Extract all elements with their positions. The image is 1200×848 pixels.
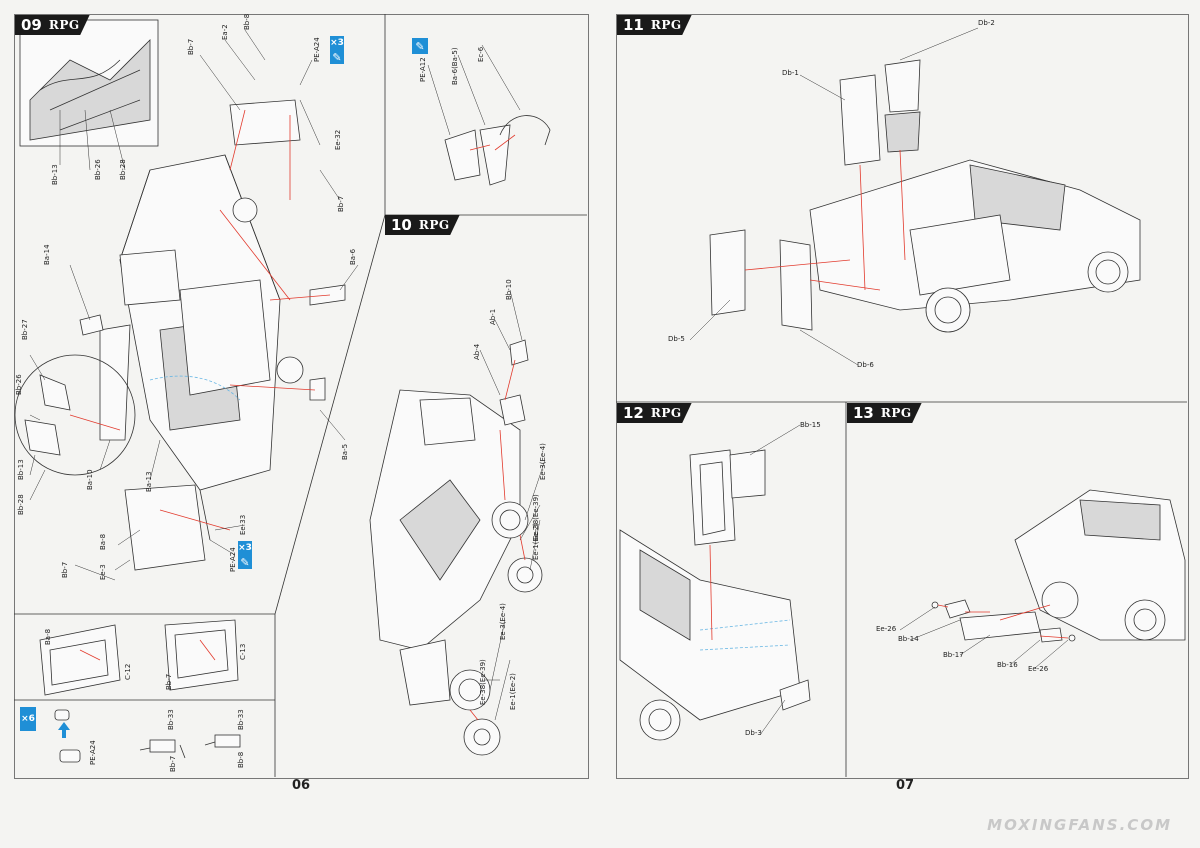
- quantity-badge: ×3: [238, 541, 252, 555]
- part-label: Db-5: [668, 335, 685, 343]
- part-label: C-13: [239, 643, 247, 660]
- part-label: Ee-1(Ee-2): [532, 523, 540, 560]
- watermark: MOXINGFANS.COM: [987, 816, 1172, 834]
- part-label: Bb-8: [237, 751, 245, 768]
- step-number: 09: [15, 15, 47, 35]
- part-label: Bb-7: [165, 673, 173, 690]
- aux-step-art: [444, 115, 551, 186]
- part-label: Bb-33: [167, 709, 175, 730]
- page-07-frame: [616, 14, 1189, 779]
- part-label: Db-1: [782, 69, 799, 77]
- part-label: Ee-1(Ee-2): [509, 673, 517, 710]
- part-label: Ab-4: [473, 343, 481, 360]
- part-label: Ba-10: [86, 469, 94, 490]
- part-label: PE-A24: [229, 547, 237, 572]
- part-label: Ab-1: [489, 308, 497, 325]
- part-label: Bb-8: [243, 13, 251, 30]
- part-label: Ba-6(Ba-5): [451, 47, 459, 85]
- part-label: Bb-7: [169, 755, 177, 772]
- step-12-header: 12 RPG: [617, 403, 692, 423]
- step11-vehicle: [709, 59, 1141, 333]
- part-label: PE-A12: [419, 57, 427, 82]
- part-label: Ba-13: [145, 471, 153, 492]
- brand-mark: RPG: [46, 15, 90, 35]
- part-label: Bb-7: [337, 195, 345, 212]
- part-label: Ba-8: [99, 533, 107, 550]
- step09-hull: [14, 99, 346, 571]
- divider-diagonal: [274, 214, 386, 615]
- part-label: Bb-16: [997, 661, 1018, 669]
- part-label: C-12: [124, 663, 132, 680]
- part-label: Bb-7: [61, 561, 69, 578]
- part-label: Bb-13: [17, 459, 25, 480]
- part-label: Ba-6: [349, 248, 357, 265]
- page-number-right: 07: [896, 778, 915, 793]
- part-label: Ee-26: [876, 625, 897, 633]
- step09-inset-interior: [19, 19, 159, 147]
- step-09-header: 09 RPG: [15, 15, 90, 35]
- part-label: Db-2: [978, 19, 995, 27]
- step10-vehicle: [369, 339, 543, 756]
- part-label: Bb-7: [187, 38, 195, 55]
- part-label: Ee-3: [99, 564, 107, 580]
- part-label: Ee-38(Ee-39): [479, 659, 487, 705]
- part-label: Bb-14: [898, 635, 919, 643]
- step-number: 12: [617, 403, 649, 423]
- pe-etch-icon: ✎: [238, 555, 252, 569]
- pe-etch-icon: ✎: [412, 38, 428, 54]
- part-label: Ec-6: [477, 46, 485, 62]
- page-06-frame: [14, 14, 589, 779]
- step-number: 10: [385, 215, 417, 235]
- part-label: Db-6: [857, 361, 874, 369]
- brand-mark: RPG: [648, 15, 692, 35]
- part-label: Bb-28: [119, 159, 127, 180]
- part-label: Ea-2: [221, 24, 229, 40]
- part-label: Ee-26: [1028, 665, 1049, 673]
- step-number: 13: [847, 403, 879, 423]
- brand-mark: RPG: [648, 403, 692, 423]
- step12-vehicle: [619, 449, 811, 741]
- part-label: PE-A24: [313, 37, 321, 62]
- step-number: 11: [617, 15, 649, 35]
- brand-mark: RPG: [416, 215, 460, 235]
- step-11-header: 11 RPG: [617, 15, 692, 35]
- step-10-header: 10 RPG: [385, 215, 460, 235]
- part-label: Bb-13: [51, 164, 59, 185]
- part-label: Bb-26: [15, 374, 23, 395]
- part-label: Ba-5: [341, 443, 349, 460]
- part-label: Bb-15: [800, 421, 821, 429]
- page-number-left: 06: [292, 778, 311, 793]
- leader-lines: [29, 27, 1069, 736]
- brand-mark: RPG: [878, 403, 922, 423]
- part-label: PE-A24: [89, 740, 97, 765]
- sub-panel-art: [39, 619, 241, 763]
- part-label: Ee-3(Ee-4): [499, 603, 507, 640]
- part-label: Ba-14: [43, 244, 51, 265]
- quantity-badge: ×6: [20, 707, 36, 731]
- part-label: Ee-33: [239, 514, 247, 535]
- pe-etch-icon: ✎: [330, 50, 344, 64]
- part-label: Db-3: [745, 729, 762, 737]
- part-label: Ee-32: [334, 129, 342, 150]
- step-13-header: 13 RPG: [847, 403, 922, 423]
- part-label: Bb-27: [21, 319, 29, 340]
- part-label: Bb-28: [17, 494, 25, 515]
- part-label: Bb-17: [943, 651, 964, 659]
- quantity-badge: ×3: [330, 36, 344, 50]
- part-label: Bb-10: [505, 279, 513, 300]
- part-label: Bb-26: [94, 159, 102, 180]
- part-label: Ba-8: [44, 628, 52, 645]
- step13-vehicle: [931, 489, 1186, 643]
- part-label: Ee-3(Ee-4): [539, 443, 547, 480]
- part-label: Bb-33: [237, 709, 245, 730]
